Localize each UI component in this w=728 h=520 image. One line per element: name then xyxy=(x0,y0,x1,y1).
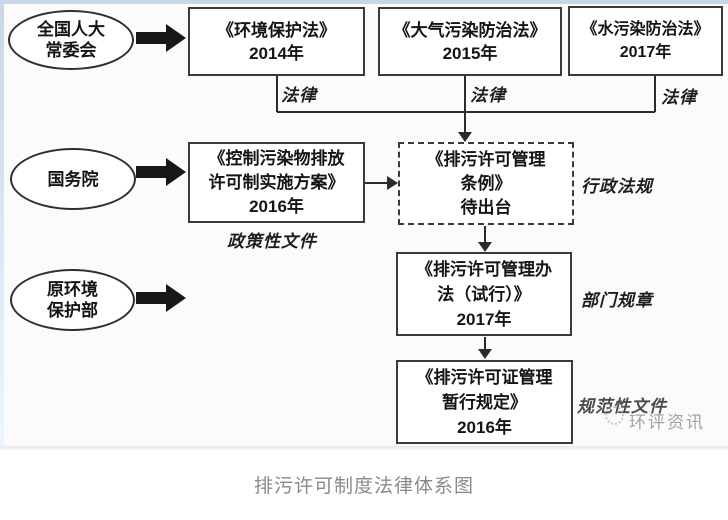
box-air-law-title: 《大气污染防治法》 xyxy=(393,20,547,40)
label-law-2: 法律 xyxy=(470,86,506,105)
box-water-law-title: 《水污染防治法》 xyxy=(581,21,710,38)
image-bottom-edge xyxy=(0,446,728,450)
figure-caption: 排污许可制度法律体系图 xyxy=(253,476,474,497)
box-water-law-year: 2017年 xyxy=(619,44,672,61)
box-water-pollution-law: 《水污染防治法》 2017年 xyxy=(568,6,723,76)
oval-npc-line1: 全国人大 xyxy=(37,20,105,39)
oval-former-mep: 原环境 保护部 xyxy=(10,269,135,331)
box-impl-plan-year: 2016年 xyxy=(249,196,304,216)
box-ep-law-title: 《环境保护法》 xyxy=(217,20,336,40)
label-policy-document: 政策性文件 xyxy=(227,232,317,251)
box-air-pollution-law: 《大气污染防治法》 2015年 xyxy=(378,7,562,76)
box-environmental-protection-law: 《环境保护法》 2014年 xyxy=(188,7,365,76)
box-interim-line1: 《排污许可证管理 xyxy=(416,367,553,387)
oval-former-mep-line1: 原环境 xyxy=(47,280,98,299)
label-law-3: 法律 xyxy=(661,88,697,107)
label-department-rule: 部门规章 xyxy=(581,291,653,310)
label-administrative-regulation: 行政法规 xyxy=(581,177,653,196)
arrowhead-right-1 xyxy=(387,176,398,190)
box-implementation-plan: 《控制污染物排放 许可制实施方案》 2016年 xyxy=(188,142,365,223)
box-interim-year: 2016年 xyxy=(457,417,512,437)
oval-state-council-line1: 国务院 xyxy=(47,169,99,189)
oval-npc-standing-committee: 全国人大 常委会 xyxy=(8,10,134,70)
oval-state-council: 国务院 xyxy=(10,148,136,210)
image-border-top xyxy=(0,0,728,4)
oval-former-mep-line2: 保护部 xyxy=(47,301,98,320)
box-regulation-line2: 条例》 xyxy=(460,173,512,193)
box-interim-line2: 暂行规定》 xyxy=(442,392,527,412)
box-permit-management-measures: 《排污许可管理办 法（试行）》 2017年 xyxy=(396,252,572,336)
law-bus-line xyxy=(276,76,656,113)
label-normative-document: 规范性文件 xyxy=(577,397,667,416)
block-arrow-former-mep xyxy=(136,284,186,312)
watermark-logo-icon xyxy=(605,406,624,425)
box-measures-year: 2017年 xyxy=(456,309,512,329)
arrowhead-down-3 xyxy=(478,349,492,359)
box-permit-management-regulation: 《排污许可管理 条例》 待出台 xyxy=(398,142,574,225)
box-measures-line1: 《排污许可管理办 xyxy=(416,259,552,279)
oval-npc-line2: 常委会 xyxy=(45,41,97,60)
arrowhead-down-1 xyxy=(458,132,472,142)
box-air-law-year: 2015年 xyxy=(442,43,498,63)
permit-law-system-diagram: 全国人大 常委会 国务院 原环境 保护部 《环境保护法》 2014年 《大气污染… xyxy=(0,0,728,446)
box-interim-provisions: 《排污许可证管理 暂行规定》 2016年 xyxy=(396,360,573,444)
image-border-left xyxy=(0,0,4,446)
box-regulation-line1: 《排污许可管理 xyxy=(426,149,546,169)
block-arrow-npc xyxy=(136,24,186,52)
box-measures-line2: 法（试行）》 xyxy=(437,284,531,304)
box-impl-plan-line2: 许可制实施方案》 xyxy=(208,172,345,192)
box-regulation-status: 待出台 xyxy=(460,197,512,217)
box-impl-plan-line1: 《控制污染物排放 xyxy=(208,148,345,168)
watermark-text: 环评资讯 xyxy=(629,413,705,432)
box-ep-law-year: 2014年 xyxy=(249,43,304,63)
arrowhead-down-2 xyxy=(478,242,492,252)
block-arrow-state-council xyxy=(136,158,186,186)
label-law-1: 法律 xyxy=(281,86,317,105)
